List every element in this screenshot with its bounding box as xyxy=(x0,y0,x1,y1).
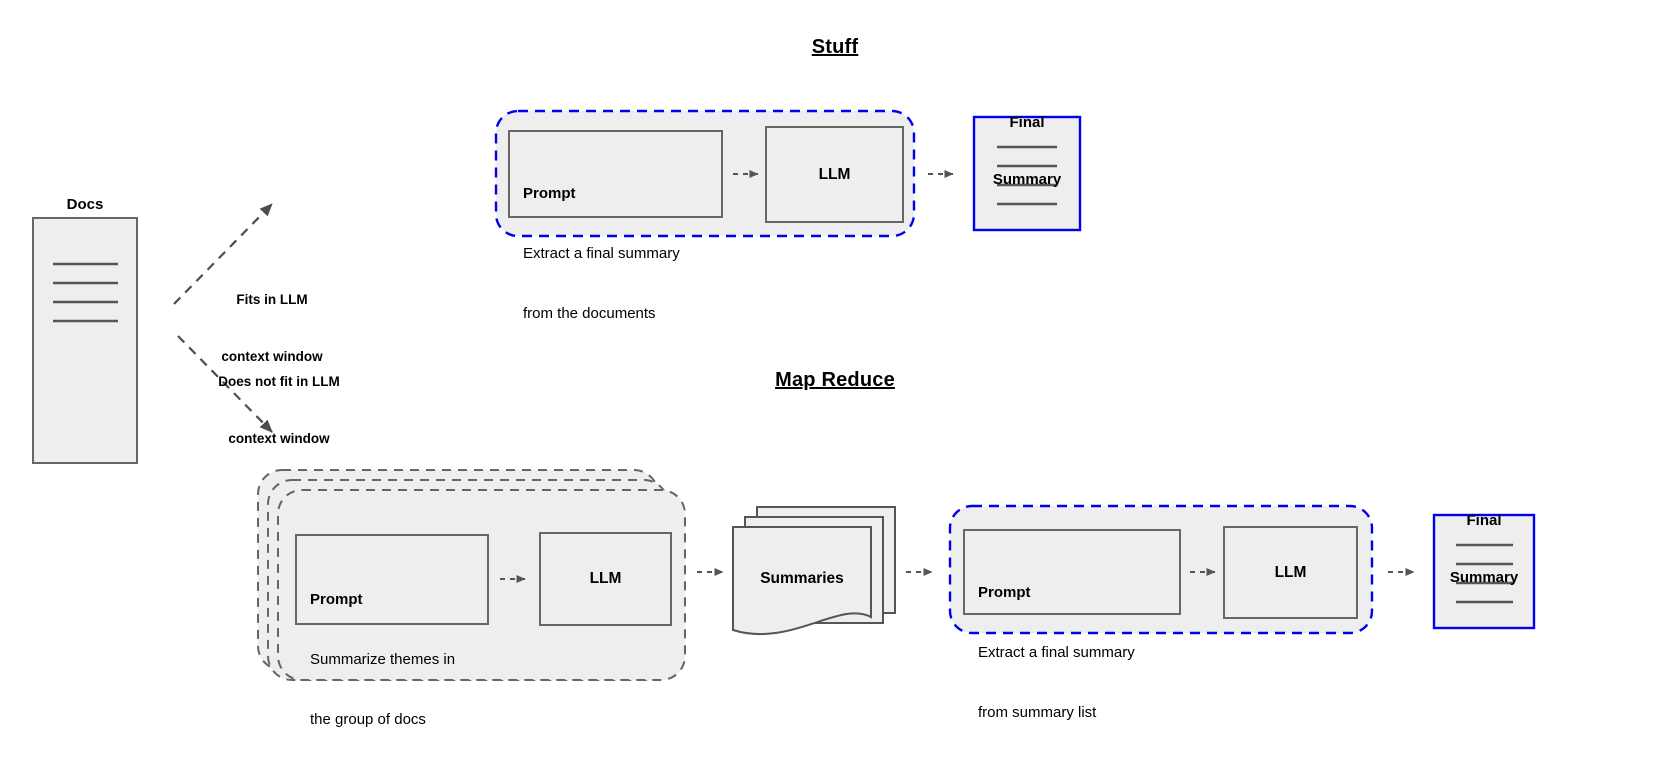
reduce-prompt-line2: from summary list xyxy=(978,704,1097,721)
mapreduce-final-summary-line1: Final xyxy=(1466,512,1502,529)
map-prompt-text: Prompt Summarize themes in the group of … xyxy=(310,550,485,770)
branch-label-not-fits-line1: Does not fit in LLM xyxy=(218,374,340,389)
diagram-svg xyxy=(32,109,1536,681)
branch-label-not-fits: Does not fit in LLM context window xyxy=(189,334,369,486)
branch-label-fits-line1: Fits in LLM xyxy=(236,292,308,307)
reduce-llm-box xyxy=(1223,526,1358,619)
mapreduce-final-summary-box xyxy=(1432,513,1536,630)
stuff-final-summary-box xyxy=(972,115,1082,232)
stuff-prompt-text: Prompt Extract a final summary from the … xyxy=(523,144,718,364)
summaries-label: Summaries xyxy=(760,570,844,587)
mapreduce-final-summary-label: Final Summary xyxy=(1424,473,1544,625)
stuff-prompt-line1: Extract a final summary xyxy=(523,245,680,262)
branch-arrow-not-fits xyxy=(177,335,273,433)
reduce-prompt-box xyxy=(963,529,1181,615)
branch-label-fits: Fits in LLM context window xyxy=(190,252,354,404)
reduce-prompt-text: Prompt Extract a final summary from summ… xyxy=(978,543,1178,763)
stuff-final-summary-line2: Summary xyxy=(992,171,1062,188)
map-prompt-box xyxy=(295,534,489,625)
reduce-llm-label: LLM xyxy=(1274,564,1307,581)
map-prompt-line1: Summarize themes in xyxy=(310,651,456,668)
map-llm-box xyxy=(539,532,672,626)
diagram-canvas: Stuff Map Reduce Docs Fits in LLM contex… xyxy=(32,36,1544,728)
reduce-prompt-title: Prompt xyxy=(978,584,1031,601)
stuff-prompt-title: Prompt xyxy=(523,185,576,202)
map-prompt-title: Prompt xyxy=(310,591,363,608)
stuff-llm-label: LLM xyxy=(818,166,851,183)
mapreduce-final-summary-line2: Summary xyxy=(1449,569,1519,586)
reduce-prompt-line1: Extract a final summary xyxy=(978,644,1135,661)
branch-label-not-fits-line2: context window xyxy=(228,431,330,446)
stuff-prompt-line2: from the documents xyxy=(523,305,656,322)
branch-label-fits-line2: context window xyxy=(221,349,323,364)
branch-arrow-fits xyxy=(173,203,273,305)
stuff-llm-box xyxy=(765,126,904,223)
section-title-stuff: Stuff xyxy=(811,36,859,58)
stuff-prompt-box xyxy=(508,130,723,218)
docs-label: Docs xyxy=(66,196,104,213)
summaries-doc-front xyxy=(732,526,872,636)
stuff-final-summary-label: Final Summary xyxy=(967,75,1087,227)
map-llm-label: LLM xyxy=(589,570,622,587)
map-prompt-line2: the group of docs xyxy=(310,711,426,728)
section-title-map-reduce: Map Reduce xyxy=(775,369,895,391)
stuff-final-summary-line1: Final xyxy=(1009,114,1045,131)
docs-node xyxy=(32,217,138,464)
